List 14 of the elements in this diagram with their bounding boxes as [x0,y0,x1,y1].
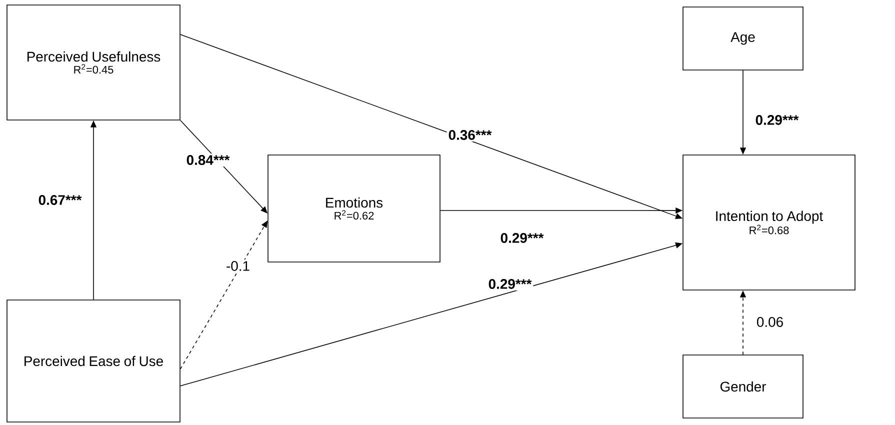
construct-box: Emotions R$^{2}$=0.62 [268,154,440,262]
construct-box: Age [682,6,804,70]
path-coefficient: -0.1 [224,260,252,272]
construct-box: Perceived Usefulness R$^{2}$=0.45 [6,4,180,120]
path-coefficient: 0.84*** [184,154,232,166]
path-coefficient: 0.29*** [754,114,800,126]
construct-box: Gender [682,354,804,418]
path-coefficient: 0.67*** [36,194,84,206]
path-coefficient: 0.06 [754,316,786,328]
construct-box: Intention to Adopt R$^{2}$=0.68 [682,154,856,290]
construct-box: Perceived Ease of Use [6,300,180,422]
path-coefficient: 0.29*** [486,278,534,290]
path-coefficient: 0.36*** [446,128,494,142]
path-coefficient: 0.29*** [498,232,546,244]
